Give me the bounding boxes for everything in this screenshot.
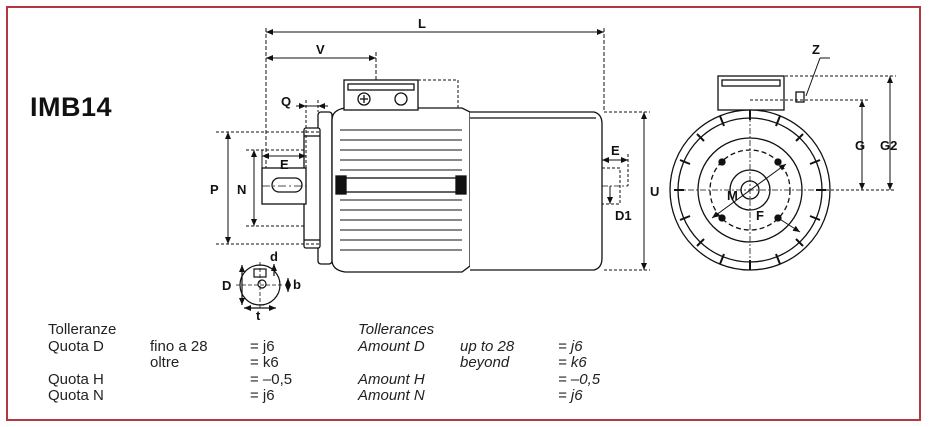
- tol-it-row-3-value: = j6: [250, 387, 275, 404]
- tol-it-row-0-cond: fino a 28: [150, 337, 208, 355]
- tol-en-row-0-value: = j6: [558, 337, 583, 355]
- dim-label-G: G: [855, 138, 865, 153]
- tolerances-it: Tolleranze Quota D fino a 28 = j6 oltre …: [48, 321, 292, 405]
- side-view: [261, 79, 628, 273]
- dim-label-Q: Q: [281, 94, 291, 109]
- dim-label-t: t: [256, 308, 261, 323]
- front-dimensions: [711, 57, 896, 233]
- page-title: IMB14: [30, 92, 113, 122]
- tol-it-row-0-label: Quota D: [48, 337, 104, 355]
- tol-it-row-1-value: = k6: [250, 354, 279, 371]
- tol-it-row-2-label: Quota H: [48, 370, 104, 388]
- tol-it-row-1-cond: oltre: [150, 354, 180, 371]
- dim-label-d: d: [270, 249, 278, 264]
- dim-label-D1: D1: [615, 208, 632, 223]
- tolerances-en-heading: Tollerances: [358, 321, 435, 338]
- tol-en-row-2-label: Amount H: [358, 370, 425, 388]
- side-dimensions: [216, 28, 650, 271]
- dim-label-F: F: [756, 208, 764, 223]
- tol-en-row-1-value: = k6: [558, 354, 587, 371]
- tol-en-row-3-label: Amount N: [358, 387, 425, 404]
- dim-label-E-rear: E: [611, 143, 620, 158]
- front-view: [669, 75, 831, 271]
- dim-label-b: b: [293, 277, 301, 292]
- dim-label-Z: Z: [812, 42, 820, 57]
- dim-label-V: V: [316, 42, 325, 57]
- tol-en-row-1-cond: beyond: [460, 354, 510, 371]
- tol-en-row-3-value: = j6: [558, 387, 583, 404]
- dim-label-M: M: [727, 188, 738, 203]
- tol-en-row-0-cond: up to 28: [460, 337, 515, 355]
- tol-en-row-2-value: = –0,5: [558, 370, 601, 388]
- dim-label-L: L: [418, 16, 426, 31]
- dim-label-N: N: [237, 182, 246, 197]
- tol-it-row-2-value: = –0,5: [250, 370, 293, 388]
- tol-it-row-3-label: Quota N: [48, 387, 104, 404]
- dim-label-E-front: E: [280, 157, 289, 172]
- tol-it-row-0-value: = j6: [250, 337, 275, 355]
- dim-label-D: D: [222, 278, 231, 293]
- dim-label-P: P: [210, 182, 219, 197]
- tolerances-it-heading: Tolleranze: [48, 321, 117, 338]
- shaft-section: [236, 262, 291, 311]
- tol-en-row-0-label: Amount D: [358, 337, 425, 355]
- dim-label-U: U: [650, 184, 659, 199]
- tolerances-en: Tollerances Amount D up to 28 = j6 beyon…: [358, 321, 600, 405]
- dim-label-G2: G2: [880, 138, 897, 153]
